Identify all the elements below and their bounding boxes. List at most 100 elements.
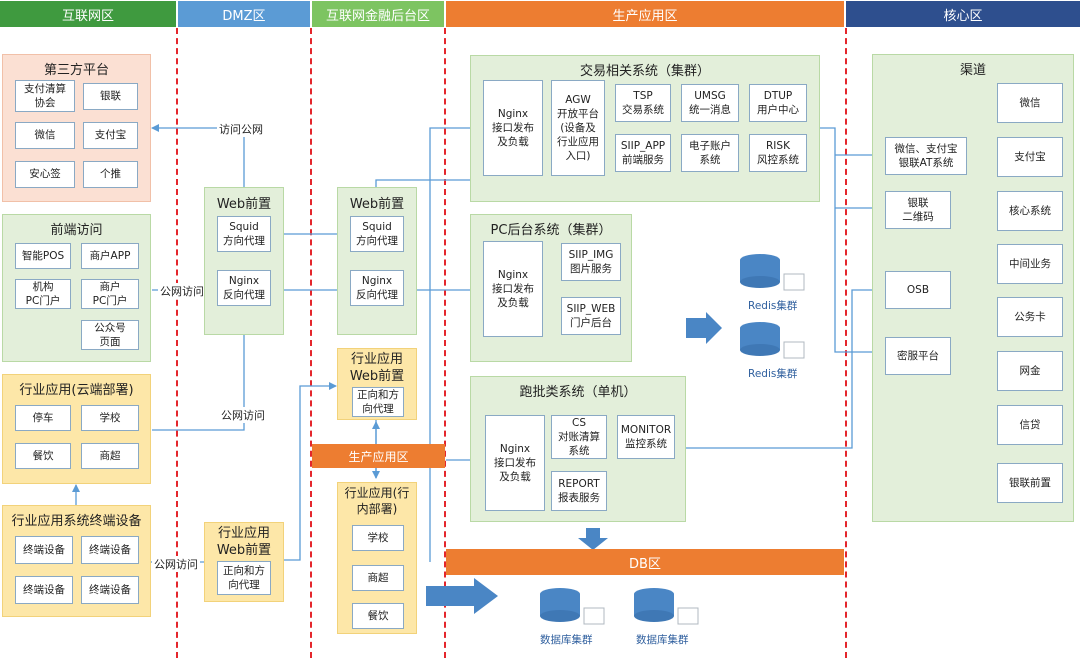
terminal-device-box: 终端设备: [81, 576, 139, 604]
terminals-title: 行业应用系统终端设备: [11, 514, 142, 529]
dmz-industry-proxy-box: 正向和方 向代理: [217, 561, 271, 595]
industry-cloud-panel: 行业应用(云端部署) 停车 学校 餐饮 商超: [2, 374, 151, 484]
dmz-industry-web-panel: 行业应用 Web前置 正向和方 向代理: [204, 522, 284, 602]
institution-pc-portal-box: 机构 PC门户: [15, 279, 71, 309]
third-party-panel: 第三方平台 支付清算 协会 银联 微信 支付宝 安心签 个推: [2, 54, 151, 202]
front-access-title: 前端访问: [50, 223, 103, 238]
batch-panel: 跑批类系统（单机） Nginx 接口发布 及负载 CS 对账清算 系统 MONI…: [470, 376, 686, 522]
zone-divider: [444, 28, 446, 658]
anxinqian-box: 安心签: [15, 161, 75, 188]
core-wechat-box: 微信: [997, 83, 1063, 123]
unionpay-qr-box: 银联 二维码: [885, 191, 951, 229]
credit-box: 信贷: [997, 405, 1063, 445]
database-cluster-label: 数据库集群: [540, 634, 593, 646]
zone-prod-header: 生产应用区: [446, 1, 844, 27]
terminals-panel: 行业应用系统终端设备 终端设备 终端设备 终端设备 终端设备: [2, 505, 151, 617]
zone-core-header: 核心区: [846, 1, 1080, 27]
agw-box: AGW 开放平台 (设备及 行业应用 入口): [551, 80, 605, 176]
dmz-web-front-panel: Web前置 Squid 方向代理 Nginx 反向代理: [204, 187, 284, 335]
siip-img-box: SIIP_IMG 图片服务: [561, 243, 621, 281]
core-system-box: 核心系统: [997, 191, 1063, 231]
dmz-squid-box: Squid 方向代理: [217, 216, 271, 252]
batch-nginx-box: Nginx 接口发布 及负载: [485, 415, 545, 511]
siip-web-box: SIIP_WEB 门户后台: [561, 297, 621, 335]
smart-pos-box: 智能POS: [15, 243, 71, 269]
core-alipay-box: 支付宝: [997, 137, 1063, 177]
dmz-web-front-title: Web前置: [216, 197, 272, 212]
fin-industry-web-panel: 行业应用 Web前置 正向和方 向代理: [337, 348, 417, 420]
batch-title: 跑批类系统（单机）: [519, 385, 637, 400]
visit-public-label: 访问公网: [217, 121, 265, 137]
zone-divider: [176, 28, 178, 658]
merchant-app-box: 商户APP: [81, 243, 139, 269]
cs-box: CS 对账清算 系统: [551, 415, 607, 459]
siip-app-box: SIIP_APP 前端服务: [615, 134, 671, 172]
inhouse-catering-box: 餐饮: [352, 603, 404, 629]
terminal-device-box: 终端设备: [15, 576, 73, 604]
inhouse-supermarket-box: 商超: [352, 565, 404, 591]
third-party-title: 第三方平台: [43, 63, 109, 78]
school-box: 学校: [81, 405, 139, 431]
fin-web-front-panel: Web前置 Squid 方向代理 Nginx 反向代理: [337, 187, 417, 335]
fin-web-front-title: Web前置: [349, 197, 405, 212]
public-access-label: 公网访问: [158, 283, 206, 299]
alipay-box: 支付宝: [83, 122, 138, 149]
osb-box: OSB: [885, 271, 951, 309]
unionpay-front-box: 银联前置: [997, 463, 1063, 503]
trade-cluster-title: 交易相关系统（集群）: [579, 64, 710, 79]
fin-industry-inhouse-title: 行业应用(行 内部署): [344, 486, 410, 516]
zone-internet-header: 互联网区: [0, 1, 176, 27]
terminal-device-box: 终端设备: [81, 536, 139, 564]
zone-dmz-header: DMZ区: [178, 1, 310, 27]
dmz-industry-web-title: 行业应用 Web前置: [216, 526, 272, 558]
umsg-box: UMSG 统一消息: [681, 84, 739, 122]
monitor-box: MONITOR 监控系统: [617, 415, 675, 459]
database-cluster-icon: [634, 588, 699, 625]
wechat-alipay-at-box: 微信、支付宝 银联AT系统: [885, 137, 967, 175]
redis-cluster-icon: [740, 254, 805, 291]
middle-business-box: 中间业务: [997, 244, 1063, 284]
getui-box: 个推: [83, 161, 138, 188]
fin-industry-proxy-box: 正向和方 向代理: [352, 387, 404, 417]
inhouse-school-box: 学校: [352, 525, 404, 551]
trade-nginx-box: Nginx 接口发布 及负载: [483, 80, 543, 176]
redis-cluster-label: Redis集群: [748, 300, 798, 312]
official-account-page-box: 公众号 页面: [81, 320, 139, 350]
redis-cluster-icon: [740, 322, 805, 359]
net-finance-box: 网金: [997, 351, 1063, 391]
supermarket-box: 商超: [81, 443, 139, 469]
fin-nginx-box: Nginx 反向代理: [350, 270, 404, 306]
parking-box: 停车: [15, 405, 71, 431]
pc-cluster-panel: PC后台系统（集群） Nginx 接口发布 及负载 SIIP_IMG 图片服务 …: [470, 214, 632, 362]
redis-cluster-label: Redis集群: [748, 368, 798, 380]
zone-divider: [845, 28, 847, 658]
front-access-panel: 前端访问 智能POS 商户APP 机构 PC门户 商户 PC门户 公众号 页面: [2, 214, 151, 362]
payment-clearing-box: 支付清算 协会: [15, 80, 75, 112]
db-zone-banner: DB区: [446, 549, 844, 575]
report-box: REPORT 报表服务: [551, 471, 607, 511]
official-card-box: 公务卡: [997, 297, 1063, 337]
database-cluster-label: 数据库集群: [636, 634, 689, 646]
industry-cloud-title: 行业应用(云端部署): [19, 383, 134, 398]
pc-nginx-box: Nginx 接口发布 及负载: [483, 241, 543, 337]
dtup-box: DTUP 用户中心: [749, 84, 807, 122]
dmz-nginx-box: Nginx 反向代理: [217, 270, 271, 306]
terminal-device-box: 终端设备: [15, 536, 73, 564]
wechat-box: 微信: [15, 122, 75, 149]
catering-box: 餐饮: [15, 443, 71, 469]
database-cluster-icon: [540, 588, 605, 625]
prod-zone-banner: 生产应用区: [312, 444, 445, 468]
public-access-label: 公网访问: [152, 556, 200, 572]
zone-divider: [310, 28, 312, 658]
core-channel-title: 渠道: [959, 63, 986, 78]
trade-cluster-panel: 交易相关系统（集群） Nginx 接口发布 及负载 AGW 开放平台 (设备及 …: [470, 55, 820, 202]
fin-squid-box: Squid 方向代理: [350, 216, 404, 252]
pc-cluster-title: PC后台系统（集群）: [490, 223, 612, 238]
fin-industry-web-title: 行业应用 Web前置: [349, 352, 405, 384]
public-access-label: 公网访问: [219, 407, 267, 423]
merchant-pc-portal-box: 商户 PC门户: [81, 279, 139, 309]
core-channel-panel: 渠道 微信、支付宝 银联AT系统 银联 二维码 OSB 密服平台 微信 支付宝 …: [872, 54, 1074, 522]
e-account-box: 电子账户 系统: [681, 134, 739, 172]
crypto-platform-box: 密服平台: [885, 337, 951, 375]
fin-industry-inhouse-panel: 行业应用(行 内部署) 学校 商超 餐饮: [337, 482, 417, 634]
